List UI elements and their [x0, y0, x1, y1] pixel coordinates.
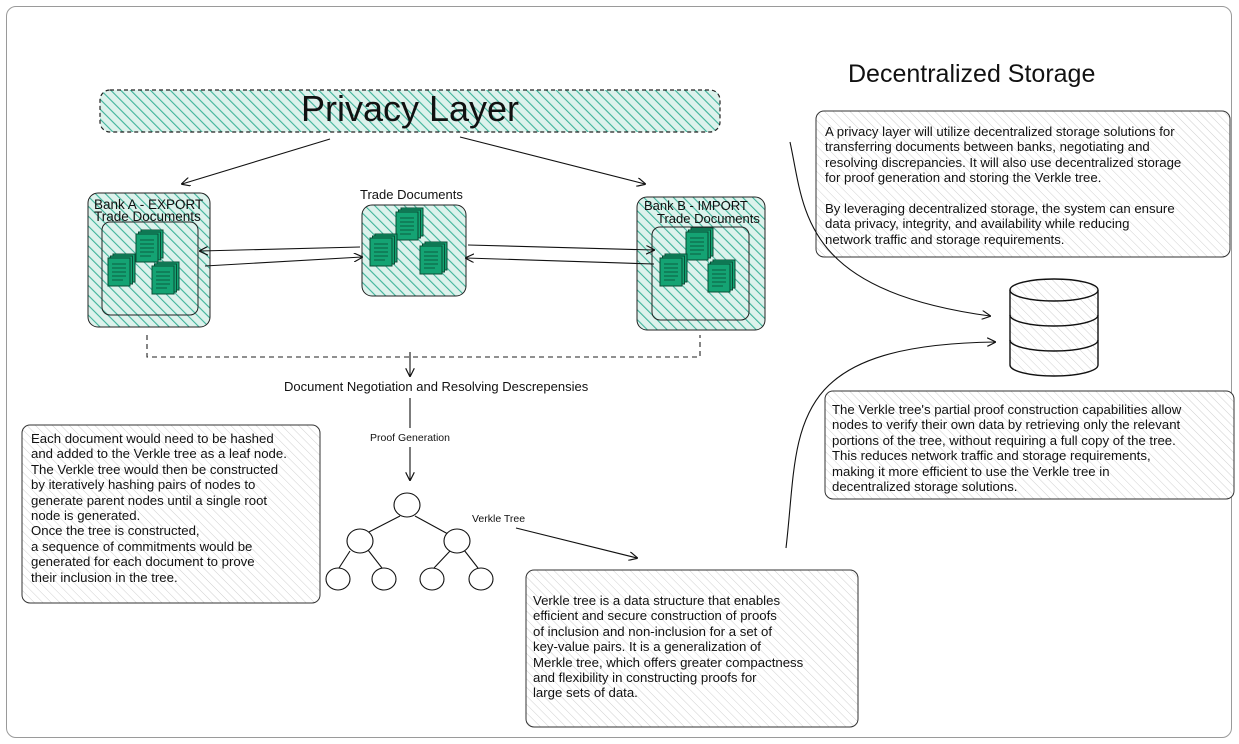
arrow-bank-b-to-trade — [466, 258, 655, 265]
storage-paragraph-1: A privacy layer will utilize decentraliz… — [825, 124, 1182, 186]
canvas-frame — [6, 6, 1232, 738]
verkle-definition-box — [525, 569, 859, 728]
trade-documents-title: Trade Documents — [360, 187, 463, 202]
bank-b-inner-box — [651, 226, 750, 321]
hashing-note-box — [21, 424, 321, 604]
bank-a-title: Bank A - EXPORT — [94, 197, 204, 212]
arrow-definition-to-database — [785, 342, 995, 549]
arrow-privacy-to-bank-a — [182, 138, 331, 184]
storage-info-box — [815, 110, 1231, 258]
bank-a-subtitle: Trade Documents — [94, 209, 201, 224]
arrow-bank-a-to-trade — [204, 257, 362, 267]
partial-proof-box — [824, 390, 1235, 500]
arrow-storage-to-database — [789, 141, 990, 316]
database-icon — [1009, 278, 1099, 377]
dashed-bracket — [146, 335, 701, 358]
decentralized-storage-title: Decentralized Storage — [848, 60, 1096, 88]
arrow-privacy-to-bank-b — [459, 136, 645, 184]
verkle-definition-text: Verkle tree is a data structure that ena… — [533, 593, 804, 701]
arrow-trade-to-bank-a — [200, 247, 361, 251]
arrow-verkle-to-definition — [515, 527, 637, 558]
negotiation-label: Document Negotiation and Resolving Descr… — [284, 379, 589, 394]
privacy-layer-title: Privacy Layer — [300, 88, 520, 129]
proof-generation-label: Proof Generation — [370, 432, 450, 444]
partial-proof-text: The Verkle tree's partial proof construc… — [832, 402, 1182, 495]
privacy-layer-banner — [99, 89, 721, 133]
storage-paragraph-2: By leveraging decentralized storage, the… — [825, 201, 1175, 247]
hashing-note-text: Each document would need to be hashed an… — [31, 431, 287, 585]
arrow-trade-to-bank-b — [467, 244, 654, 250]
bank-b-title: Bank B - IMPORT — [644, 198, 748, 213]
bank-b-subtitle: Trade Documents — [657, 211, 760, 226]
verkle-tree-label: Verkle Tree — [472, 513, 526, 525]
verkle-tree-graphic — [325, 492, 494, 591]
